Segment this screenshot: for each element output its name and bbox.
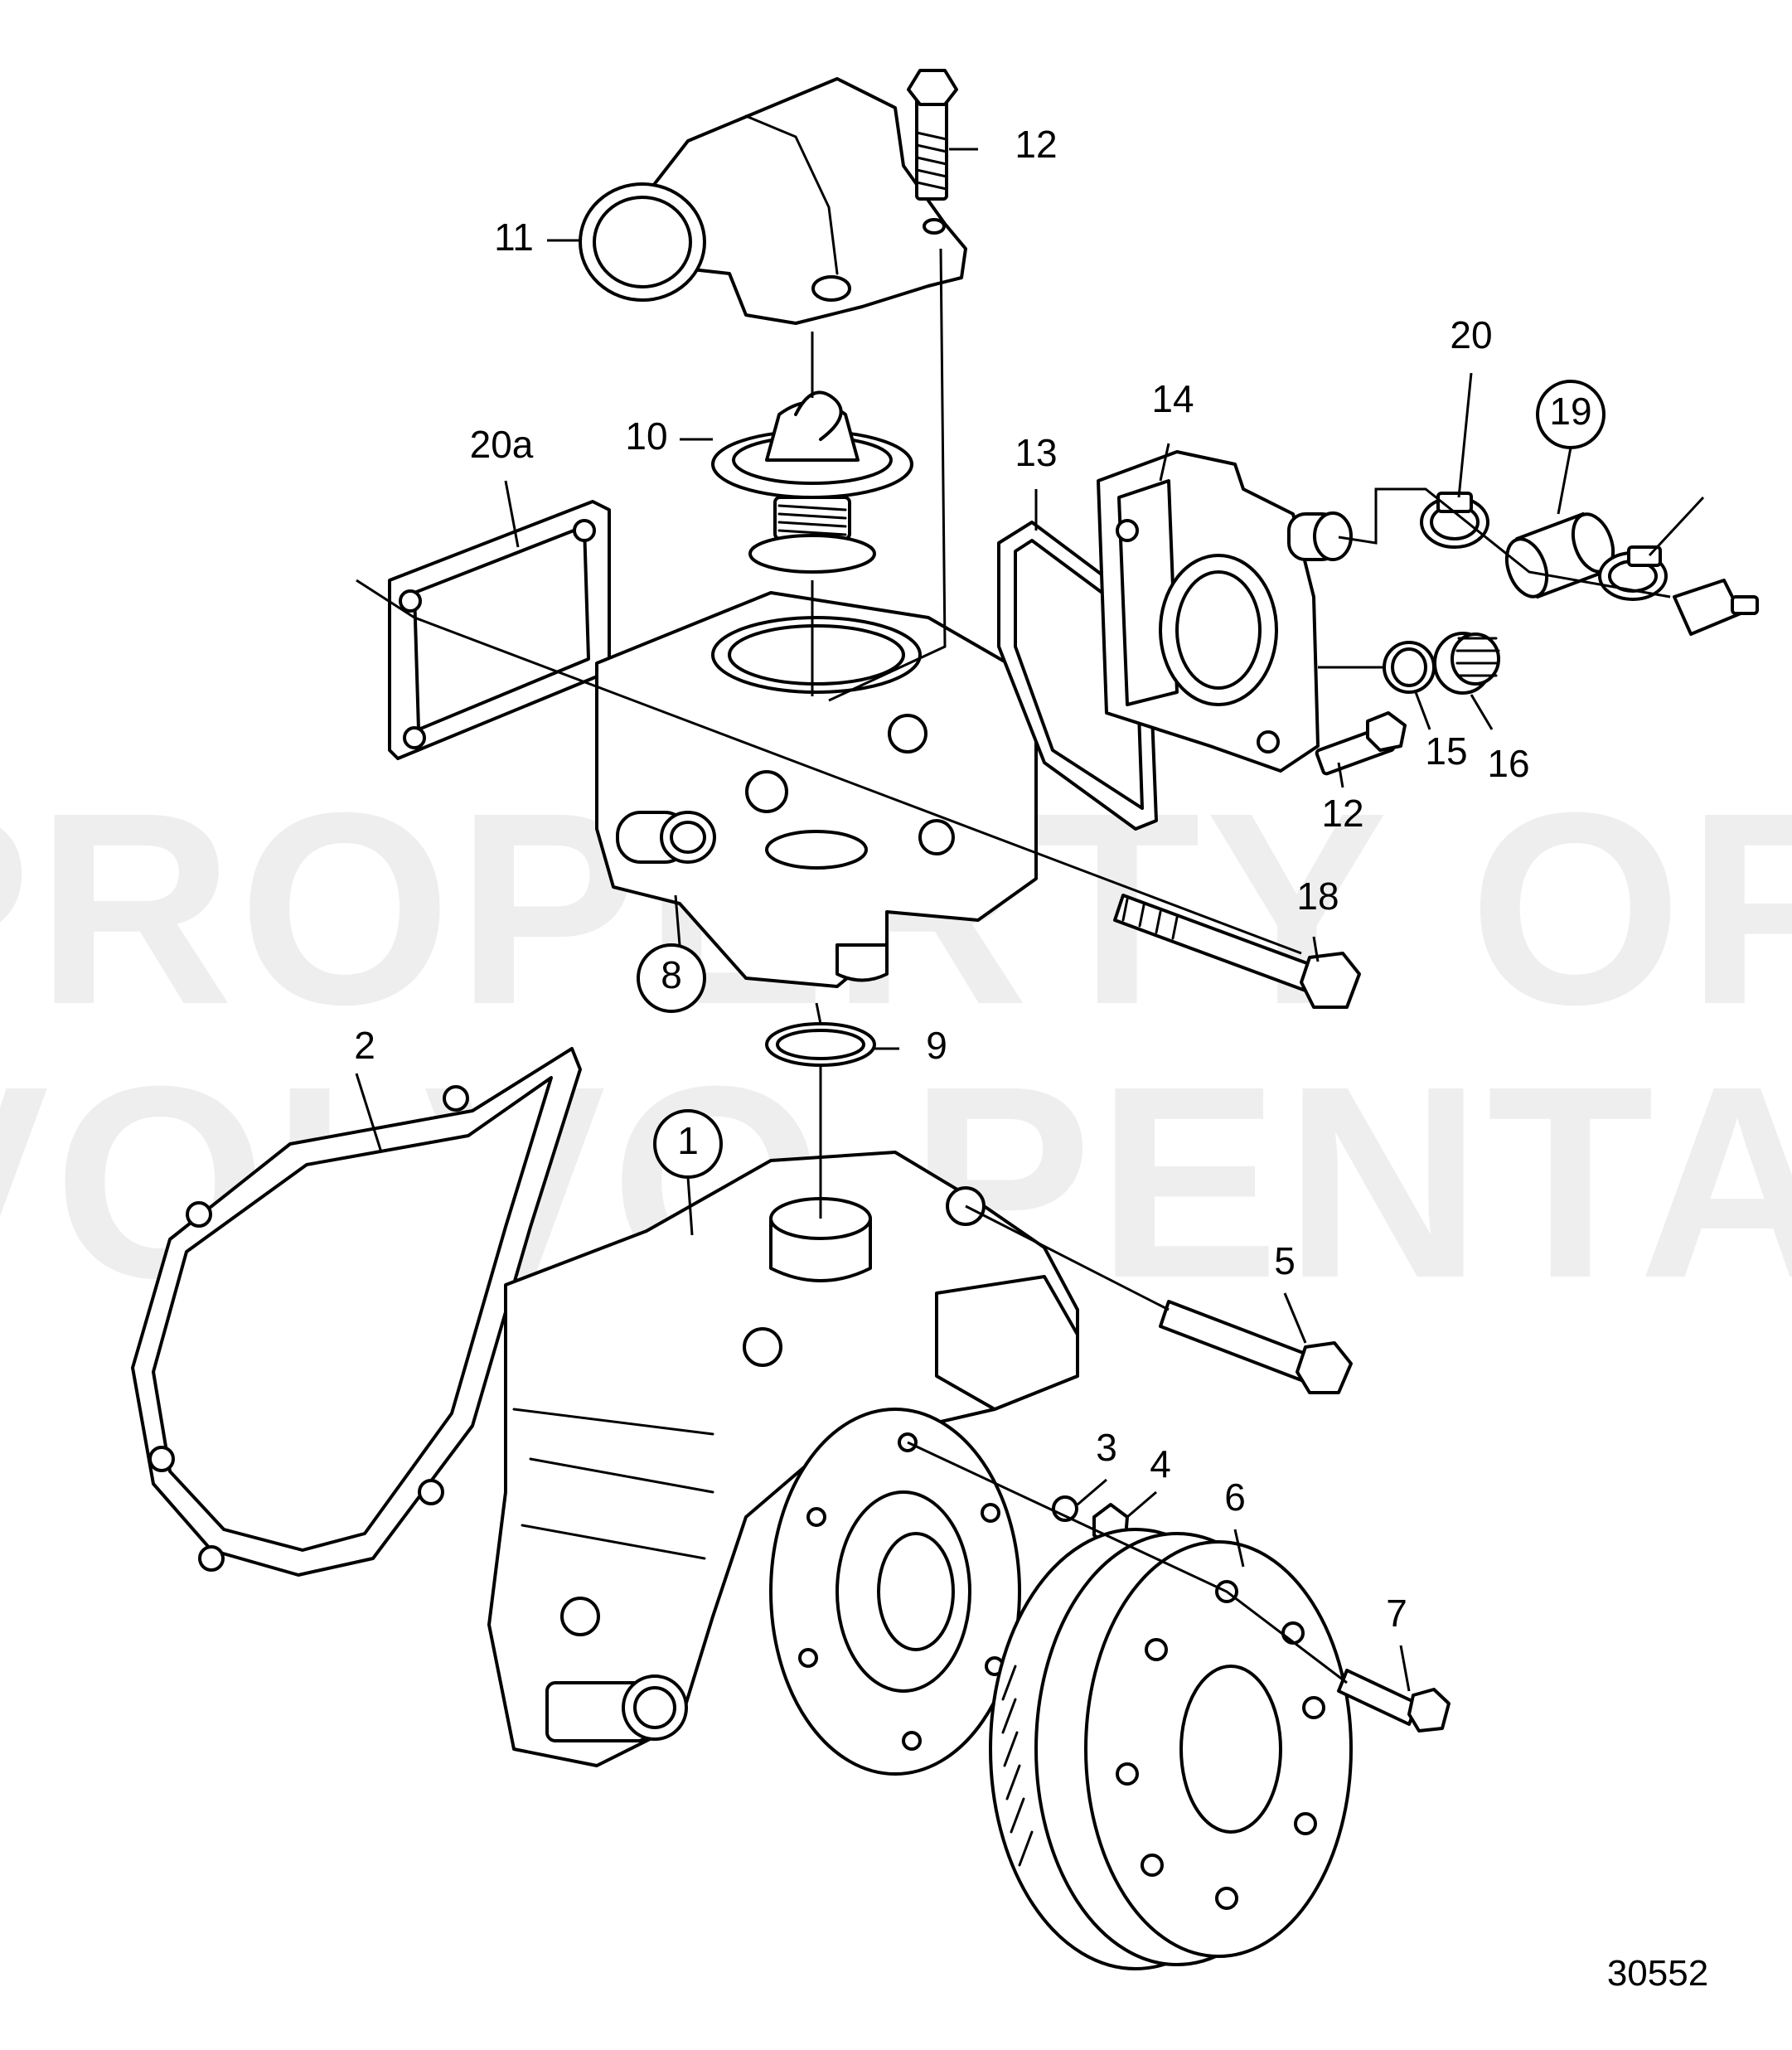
callout-17: 20a bbox=[470, 423, 534, 466]
part-15-o-ring bbox=[1383, 641, 1436, 694]
pump-hub-flange bbox=[769, 1408, 1021, 1776]
reference-number: 30552 bbox=[1607, 1953, 1708, 1994]
callout-19: 19 bbox=[1549, 390, 1591, 433]
callout-6: 6 bbox=[1224, 1476, 1246, 1519]
part-7-bolt bbox=[1337, 1669, 1451, 1733]
callout-2: 2 bbox=[354, 1024, 375, 1067]
callout-7: 7 bbox=[1386, 1592, 1407, 1635]
part-20-clamp-left bbox=[1420, 492, 1489, 549]
callout-9: 9 bbox=[926, 1024, 947, 1067]
part-6-pulley bbox=[989, 1528, 1353, 1970]
part-2-pump-gasket bbox=[131, 1047, 582, 1577]
callout-12-top: 12 bbox=[1015, 123, 1057, 166]
part-5-bolt bbox=[1159, 1300, 1353, 1394]
part-14-housing-cover bbox=[1097, 450, 1353, 773]
part-1-water-pump bbox=[487, 1151, 1079, 1767]
part-8-thermostat-housing bbox=[595, 591, 1038, 988]
callout-20-left: 20 bbox=[1450, 313, 1492, 356]
callout-18: 18 bbox=[1296, 875, 1339, 918]
part-16-plug bbox=[1433, 632, 1500, 695]
callout-3: 3 bbox=[1096, 1426, 1117, 1469]
callout-10: 10 bbox=[625, 414, 667, 458]
leader-lines bbox=[355, 148, 1705, 1692]
callout-4: 4 bbox=[1150, 1442, 1171, 1485]
callout-1-circle bbox=[653, 1109, 723, 1179]
part-19-hose bbox=[1504, 512, 1615, 599]
callout-14: 14 bbox=[1151, 377, 1194, 420]
callout-labels: 11 12 10 20a 13 14 20 19 15 16 12 18 8 9… bbox=[354, 123, 1606, 1635]
callout-5: 5 bbox=[1274, 1239, 1296, 1282]
sensor-fitting bbox=[1673, 579, 1759, 636]
callout-8-circle bbox=[637, 943, 706, 1013]
callout-13: 13 bbox=[1015, 431, 1057, 474]
part-12-bolt-middle bbox=[1315, 711, 1407, 776]
callout-16: 16 bbox=[1487, 742, 1529, 785]
callout-19-circle bbox=[1536, 380, 1606, 449]
part-12-bolt-top bbox=[907, 69, 958, 201]
callout-1: 1 bbox=[677, 1119, 699, 1162]
part-18-long-bolt bbox=[1113, 894, 1361, 1009]
callout-11: 11 bbox=[494, 216, 534, 259]
part-17-gasket bbox=[388, 500, 611, 760]
part-9-o-ring bbox=[765, 1022, 876, 1067]
callout-15: 15 bbox=[1425, 729, 1467, 773]
callout-12-middle: 12 bbox=[1321, 792, 1363, 835]
callout-8: 8 bbox=[661, 953, 682, 996]
part-11-thermostat-cover bbox=[579, 77, 967, 325]
part-10-thermostat bbox=[711, 390, 913, 574]
